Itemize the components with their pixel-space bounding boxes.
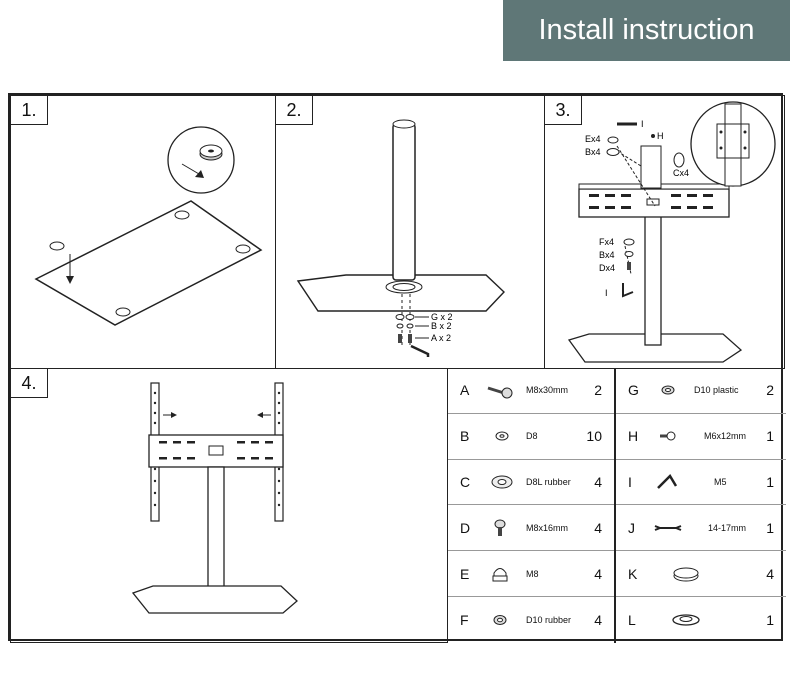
part-letter: I <box>628 473 632 490</box>
callout-f: Fx4 <box>599 237 614 247</box>
ring-cover-icon <box>672 614 700 626</box>
part-size: D10 rubber <box>526 614 572 625</box>
step-3-illustration: Ex4 Bx4 Cx4 H I Fx4 Bx4 Dx4 I <box>567 101 776 363</box>
part-row-i: I M5 1 <box>616 460 786 506</box>
plastic-washer-icon <box>661 385 675 395</box>
callout-h: H <box>657 131 664 141</box>
part-qty: 4 <box>594 473 602 490</box>
part-size: D8L rubber <box>526 476 571 487</box>
part-letter: K <box>628 565 638 582</box>
instruction-frame: 1. 2. <box>8 93 786 643</box>
part-letter: G <box>628 382 639 399</box>
callout-i-top: I <box>641 119 644 129</box>
part-qty: 4 <box>766 565 774 582</box>
callout-g: G x 2 <box>431 312 453 322</box>
bolt-short-icon <box>494 519 506 536</box>
step-2-panel: 2. G x 2 B x 2 A x 2 <box>275 95 545 369</box>
column-divider <box>614 368 616 643</box>
part-size: M6x12mm <box>704 431 747 442</box>
callout-a: A x 2 <box>431 333 451 343</box>
part-size: M8x16mm <box>526 522 569 533</box>
callout-b-top: Bx4 <box>585 147 601 157</box>
rubber-ring-icon <box>493 614 507 625</box>
foot-pad-icon <box>673 567 699 582</box>
callout-b: B x 2 <box>431 321 452 331</box>
part-letter: F <box>460 611 469 628</box>
part-letter: B <box>460 428 470 445</box>
part-qty: 1 <box>766 611 774 628</box>
step-1-illustration <box>34 126 263 326</box>
cap-nut-icon <box>492 567 508 582</box>
step-2-illustration: G x 2 B x 2 A x 2 <box>296 119 505 357</box>
allen-key-icon <box>657 473 678 489</box>
part-size: M5 <box>714 476 727 487</box>
part-qty: 2 <box>766 382 774 399</box>
part-letter: H <box>628 428 639 445</box>
callout-i-bottom: I <box>605 288 608 298</box>
wrench-icon <box>654 524 682 531</box>
part-qty: 2 <box>594 382 602 399</box>
part-row-j: J 14-17mm 1 <box>616 505 786 552</box>
part-row-l: L 1 <box>616 597 786 643</box>
callout-e: Ex4 <box>585 134 601 144</box>
part-letter: E <box>460 565 470 582</box>
part-size: M8x30mm <box>526 385 569 396</box>
part-size: 14-17mm <box>708 522 747 533</box>
part-qty: 1 <box>766 473 774 490</box>
part-size: D8 <box>526 431 538 442</box>
part-qty: 10 <box>586 428 602 445</box>
part-row-h: H M6x12mm 1 <box>616 414 786 460</box>
step-4-illustration <box>131 382 298 614</box>
parts-list: A M8x30mm 2 B D8 10 C D8L rubber 4 D M8x… <box>447 368 786 643</box>
part-row-c: C D8L rubber 4 <box>448 460 614 506</box>
part-letter: L <box>628 611 636 628</box>
step-4-panel: 4. <box>10 368 448 643</box>
part-size: D10 plastic <box>694 385 739 396</box>
rubber-washer-icon <box>491 475 513 489</box>
part-qty: 1 <box>766 519 774 536</box>
part-qty: 4 <box>594 519 602 536</box>
part-letter: A <box>460 382 470 399</box>
step-3-panel: 3. <box>544 95 785 369</box>
callout-b-bottom: Bx4 <box>599 250 615 260</box>
part-qty: 4 <box>594 611 602 628</box>
step-1-panel: 1. <box>10 95 276 369</box>
part-row-g: G D10 plastic 2 <box>616 368 786 414</box>
screw-small-icon <box>660 431 676 441</box>
part-letter: C <box>460 473 471 490</box>
part-qty: 4 <box>594 565 602 582</box>
part-row-b: B D8 10 <box>448 414 614 460</box>
part-qty: 1 <box>766 428 774 445</box>
callout-d: Dx4 <box>599 263 615 273</box>
part-size: M8 <box>526 568 539 579</box>
step-4-label: 4. <box>11 369 48 398</box>
part-letter: D <box>460 519 471 536</box>
bolt-long-icon <box>487 386 513 399</box>
step-3-label: 3. <box>545 96 582 125</box>
part-row-f: F D10 rubber 4 <box>448 597 614 643</box>
part-row-a: A M8x30mm 2 <box>448 368 614 414</box>
part-letter: J <box>628 519 635 536</box>
part-row-k: K 4 <box>616 551 786 597</box>
step-1-label: 1. <box>11 96 48 125</box>
step-2-label: 2. <box>276 96 313 125</box>
washer-small-icon <box>495 431 509 441</box>
callout-c: Cx4 <box>673 168 689 178</box>
page-title: Install instruction <box>503 0 790 61</box>
part-row-d: D M8x16mm 4 <box>448 505 614 552</box>
part-row-e: E M8 4 <box>448 551 614 597</box>
